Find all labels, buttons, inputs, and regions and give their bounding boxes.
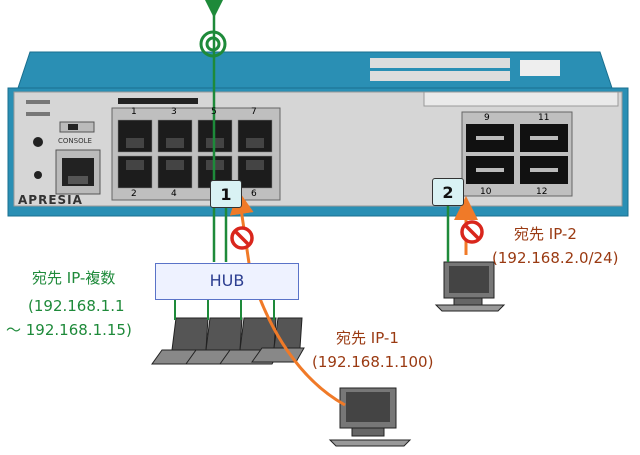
port-number-6: 6	[251, 189, 257, 199]
desktop-pc-icon	[328, 387, 412, 447]
dest-ip1-title: 宛先 IP-1	[336, 329, 399, 347]
port-number-7: 7	[251, 107, 257, 117]
double-circle-icon	[199, 30, 227, 58]
port-number-1: 1	[131, 107, 137, 117]
desktop-pc-icon	[434, 261, 506, 312]
port-number-4: 4	[171, 189, 177, 199]
port-1-callout: 1	[210, 180, 242, 208]
dest-ip2-address: (192.168.2.0/24)	[492, 249, 619, 267]
sfp-port-block	[423, 91, 619, 197]
sfp-number-10: 10	[480, 187, 492, 197]
rj45-port-block	[111, 98, 281, 201]
sfp-number-11: 11	[538, 113, 550, 123]
switch-brand: APRESIA	[18, 193, 83, 207]
laptop-icons	[151, 317, 305, 365]
laptop-icon	[185, 317, 247, 365]
no-entry-icon	[460, 220, 484, 244]
switch-status-panel	[26, 100, 95, 179]
no-entry-icon	[230, 226, 254, 250]
dest-ip2-title: 宛先 IP-2	[514, 225, 577, 243]
dest-multi-range-start: (192.168.1.1	[28, 297, 125, 315]
sfp-number-9: 9	[484, 113, 490, 123]
port-number-3: 3	[171, 107, 177, 117]
port-number-2: 2	[131, 189, 137, 199]
port-number-5: 5	[211, 107, 217, 117]
hub-box: HUB	[155, 263, 299, 300]
port-2-callout: 2	[432, 178, 464, 206]
console-port	[55, 149, 101, 195]
dest-ip1-address: (192.168.1.100)	[312, 353, 434, 371]
sfp-number-12: 12	[536, 187, 548, 197]
dest-multi-title: 宛先 IP-複数	[32, 269, 116, 287]
console-label: CONSOLE	[58, 137, 92, 145]
dest-multi-range-end: ～ 192.168.1.15)	[6, 321, 132, 339]
